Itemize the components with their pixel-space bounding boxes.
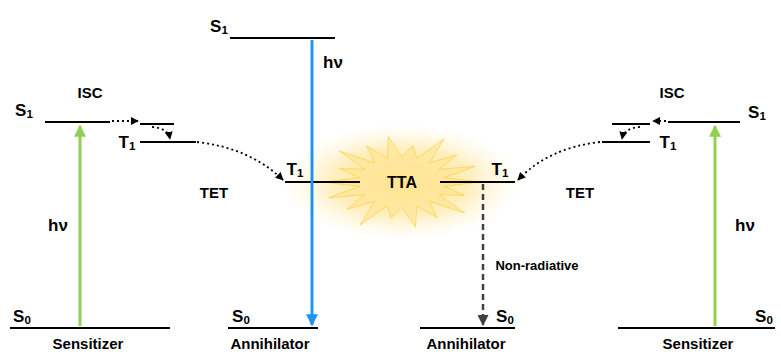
isc-arrow (112, 120, 138, 122)
nonradiative-arrow (482, 184, 485, 325)
energy-level (45, 121, 110, 123)
photon-label: hν (48, 217, 68, 234)
photon-label: hν (735, 217, 755, 234)
state-label: T1 (119, 134, 136, 151)
molecule-label: Annihilator (230, 336, 309, 351)
energy-level (420, 327, 515, 329)
molecule-label: Sensitizer (53, 336, 124, 351)
state-label: S0 (496, 308, 514, 325)
energy-level (440, 181, 515, 183)
energy-level (230, 37, 335, 39)
state-label: T1 (660, 134, 677, 151)
absorption-arrow (79, 126, 82, 326)
energy-level (612, 123, 650, 125)
state-label: T1 (287, 161, 304, 178)
energy-level (618, 327, 775, 329)
state-label: S1 (15, 102, 33, 119)
process-label: ISC (77, 85, 102, 100)
isc-arrow (653, 120, 666, 122)
molecule-label: Annihilator (426, 336, 505, 351)
tet-arrow (518, 142, 600, 180)
energy-level (228, 327, 318, 329)
tta-glow (282, 124, 522, 240)
energy-level (602, 141, 650, 143)
relaxation-arrow (152, 127, 170, 139)
photon-label: hν (323, 54, 343, 71)
state-label: S0 (13, 308, 31, 325)
molecule-label: Sensitizer (663, 336, 734, 351)
process-label: TTA (387, 175, 417, 191)
emission-arrow (311, 40, 314, 325)
tet-arrow (197, 142, 283, 180)
absorption-arrow (714, 126, 717, 326)
transfer-arrows (112, 121, 666, 180)
process-label: TET (200, 185, 228, 200)
energy-level (285, 181, 360, 183)
process-label: Non-radiative (495, 259, 578, 272)
energy-level (140, 141, 196, 143)
process-label: TET (566, 185, 594, 200)
state-label: T1 (492, 161, 509, 178)
tta-starburst (282, 124, 522, 240)
state-label: S1 (748, 104, 766, 121)
state-label: S1 (210, 18, 228, 35)
energy-level (10, 327, 170, 329)
state-label: S0 (755, 308, 773, 325)
energy-level (668, 121, 740, 123)
process-label: ISC (659, 85, 684, 100)
energy-level (140, 123, 174, 125)
state-label: S0 (232, 308, 250, 325)
relaxation-arrow (622, 127, 640, 139)
energy-levels (10, 38, 775, 328)
